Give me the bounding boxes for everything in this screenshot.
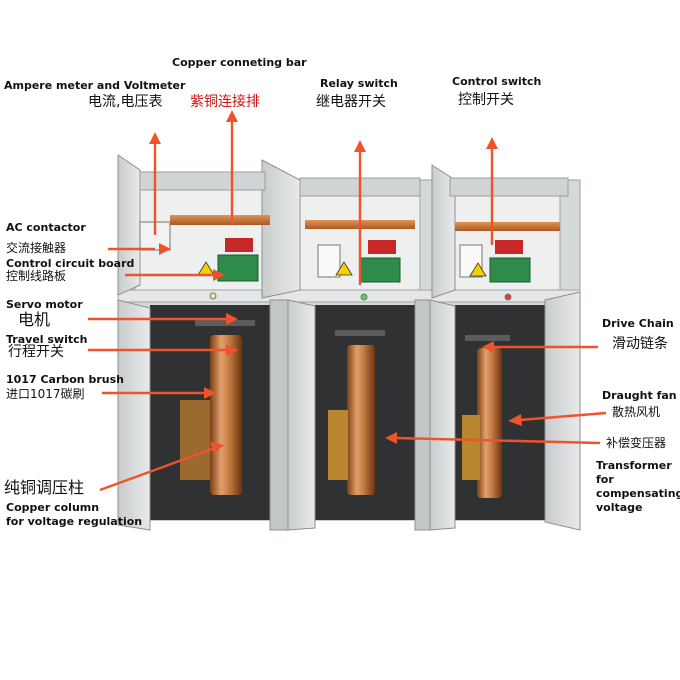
label-relay-en: Relay switch: [320, 77, 398, 90]
label-transformer-en-2: for: [596, 473, 614, 486]
label-fan-zh: 散热风机: [612, 405, 661, 419]
label-copper-bar-en: Copper conneting bar: [172, 56, 307, 69]
label-travel-en: Travel switch: [6, 333, 88, 346]
label-servo-zh: 电机: [18, 310, 51, 329]
label-meter-zh: 电流,电压表: [88, 94, 163, 110]
label-transformer-en-1: Transformer: [596, 459, 672, 472]
label-column-en-1: Copper column: [6, 501, 100, 514]
callout-arrows: [88, 110, 607, 492]
label-brush-en: 1017 Carbon brush: [6, 373, 124, 386]
label-control-switch-zh: 控制开关: [458, 92, 514, 108]
label-transformer-zh: 补偿变压器: [606, 436, 667, 450]
label-control-switch-en: Control switch: [452, 75, 542, 88]
label-chain-en: Drive Chain: [602, 317, 674, 330]
label-fan-en: Draught fan: [602, 389, 677, 402]
circuit-boards: [139, 221, 531, 283]
label-ac-contactor-en: AC contactor: [6, 221, 86, 234]
bottom-doors: [117, 291, 581, 531]
top-doors: [117, 154, 569, 299]
label-transformer-en-4: voltage: [596, 501, 643, 514]
label-brush-zh: 进口1017碳刷: [6, 387, 85, 401]
warning-labels: [197, 261, 487, 277]
label-transformer-en-3: compensating: [596, 487, 680, 500]
label-travel-zh: 行程开关: [8, 344, 64, 360]
indicator-lamps: [209, 292, 512, 301]
label-circuit-board-zh: 控制线路板: [6, 269, 67, 283]
label-chain-zh: 滑动链条: [612, 336, 668, 352]
label-meter-en: Ampere meter and Voltmeter: [4, 79, 186, 92]
label-column-zh: 纯铜调压柱: [4, 478, 85, 497]
label-copper-bar-zh: 紫铜连接排: [190, 94, 260, 110]
label-ac-contactor-zh: 交流接触器: [6, 241, 67, 255]
label-circuit-board-en: Control circuit board: [6, 257, 135, 270]
label-servo-en: Servo motor: [6, 298, 83, 311]
label-relay-zh: 继电器开关: [316, 94, 386, 110]
label-column-en-2: for voltage regulation: [6, 515, 143, 528]
copper-columns: [180, 320, 510, 498]
